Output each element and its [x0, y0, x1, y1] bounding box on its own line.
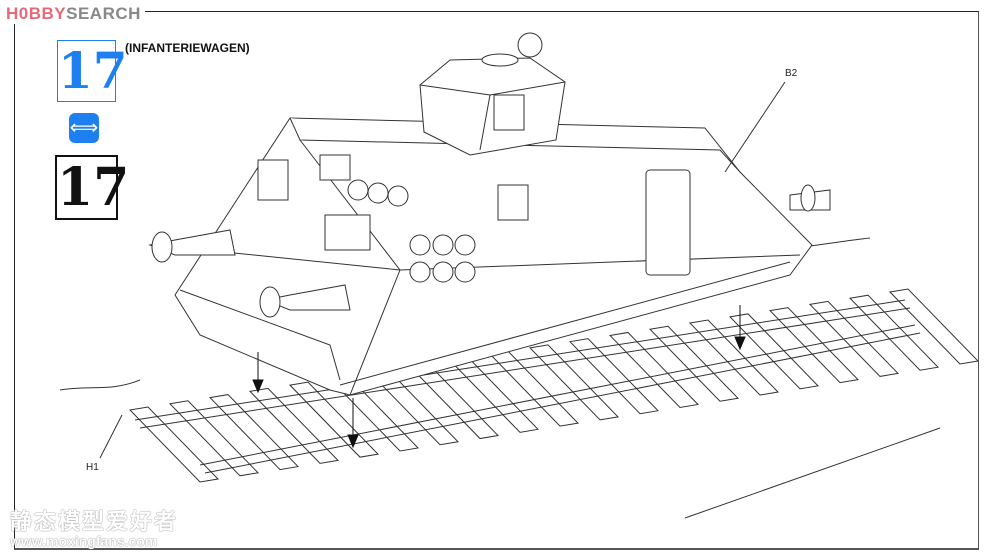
- sleeper: [888, 288, 980, 365]
- double-arrow-icon: ⟺: [69, 113, 99, 143]
- leader-h1: [99, 414, 123, 459]
- logo-text-b: SEARCH: [66, 4, 141, 23]
- sleeper: [808, 300, 900, 377]
- sleeper: [568, 338, 660, 415]
- car-body: [148, 32, 831, 396]
- sleeper: [288, 381, 380, 458]
- sleeper: [848, 294, 940, 371]
- sleeper: [248, 387, 340, 464]
- page-frame: [14, 11, 979, 550]
- label-h1: H1: [86, 462, 99, 473]
- sleeper: [768, 307, 860, 384]
- leader-b2: [724, 81, 786, 173]
- sleeper: [128, 406, 220, 483]
- bottom-watermark: 静态模型爱好者 www.moxingfans.com: [10, 509, 179, 549]
- watermark-url: www.moxingfans.com: [10, 533, 158, 549]
- sleeper: [728, 313, 820, 390]
- watermark-chinese: 静态模型爱好者: [10, 509, 179, 534]
- logo-text-a: H0BBY: [6, 4, 67, 23]
- sleeper: [168, 400, 260, 477]
- sleeper: [608, 331, 700, 409]
- label-b2: B2: [785, 68, 798, 79]
- assembly-arrows: [252, 305, 746, 449]
- sleeper: [688, 319, 780, 396]
- step-title: (INFANTERIEWAGEN): [125, 41, 250, 55]
- sleeper: [528, 344, 620, 421]
- step-number-black: 17: [55, 155, 130, 220]
- sleeper: [648, 325, 740, 402]
- hobby-search-logo: H0BBYSEARCH: [6, 4, 145, 24]
- step-number-blue: 17: [57, 40, 128, 102]
- sleeper: [208, 394, 300, 471]
